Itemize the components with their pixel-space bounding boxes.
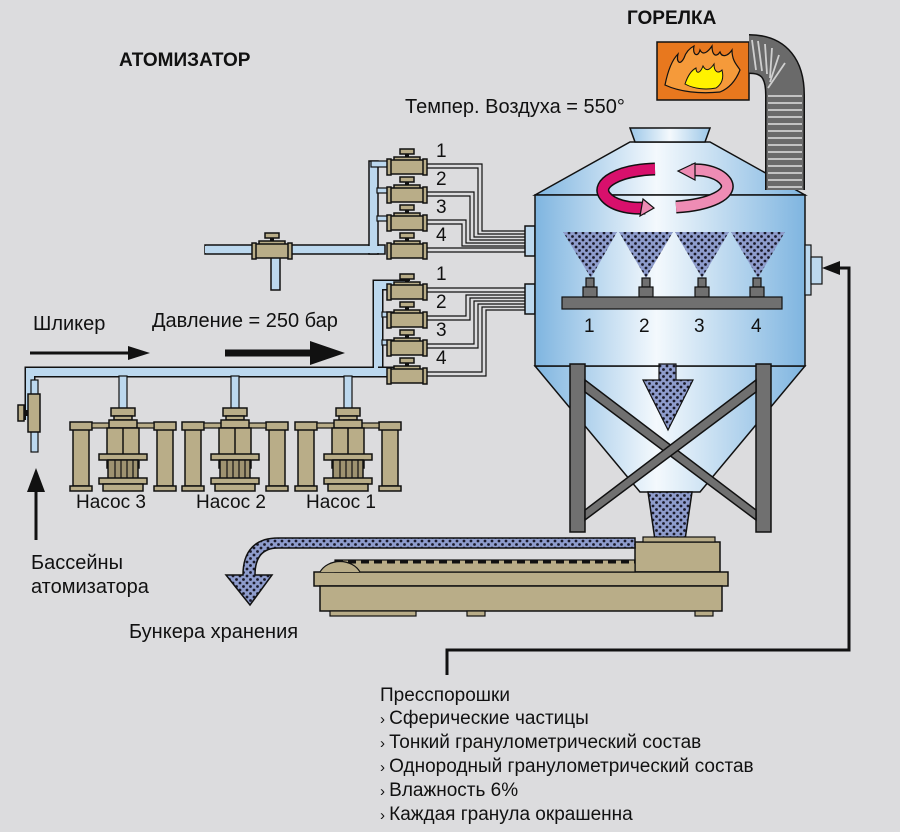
lower-valve-1	[386, 273, 428, 301]
nozzle-bar	[561, 277, 783, 310]
slip-label: Шликер	[33, 313, 106, 335]
property-item: Тонкий гранулометрический состав	[380, 731, 754, 755]
air-swirl-icon	[596, 162, 734, 218]
atomizer-title: АТОМИЗАТОР	[119, 50, 251, 71]
property-item: Каждая гранула окрашенна	[380, 803, 754, 827]
upper-manifold	[204, 148, 536, 291]
nozzle-label-4: 4	[751, 316, 762, 337]
nozzle-label-3: 3	[694, 316, 705, 337]
product-heading: Пресспорошки	[380, 685, 510, 706]
upper-valve-label-1: 1	[436, 141, 447, 162]
burner	[656, 41, 750, 101]
flexible-air-duct	[747, 34, 805, 190]
property-item: Влажность 6%	[380, 779, 754, 803]
upper-valve-2	[386, 176, 428, 204]
powder-discharge-arrow	[224, 537, 636, 607]
nozzle-label-2: 2	[639, 316, 650, 337]
lower-valve-2	[386, 301, 428, 329]
upper-valve-label-2: 2	[436, 169, 447, 190]
pump-label-3: Насос 3	[76, 492, 146, 513]
return-line	[445, 261, 851, 675]
upper-valve-label-4: 4	[436, 225, 447, 246]
pump-label-2: Насос 2	[196, 492, 266, 513]
product-properties: Пресспорошки Сферические частицы Тонкий …	[380, 684, 754, 827]
lower-manifold	[17, 273, 536, 453]
lower-valve-4	[386, 357, 428, 385]
main-valve	[251, 232, 293, 260]
pump-3	[69, 407, 177, 492]
flame-icon	[664, 44, 741, 94]
property-item: Сферические частицы	[380, 707, 754, 731]
spray-cones	[563, 232, 785, 278]
lower-valve-label-1: 1	[436, 264, 447, 285]
property-item: Однородный гранулометрический состав	[380, 755, 753, 779]
pump-2	[181, 407, 289, 492]
lower-valve-label-4: 4	[436, 348, 447, 369]
powder-flow-arrow	[642, 363, 694, 432]
storage-bins-label: Бункера хранения	[129, 621, 299, 643]
lower-valve-3	[386, 329, 428, 357]
pools-label-line2: атомизатора	[31, 576, 149, 598]
tower-support-frame	[569, 363, 772, 533]
upper-valve-4	[386, 232, 428, 260]
upper-valve-label-3: 3	[436, 197, 447, 218]
air-temperature-label: Темпер. Воздуха = 550°	[405, 96, 625, 118]
upper-valve-1	[386, 148, 428, 176]
pump-1	[294, 407, 402, 492]
lower-valve-label-3: 3	[436, 320, 447, 341]
lower-valve-label-2: 2	[436, 292, 447, 313]
slip-flow-arrow	[30, 346, 150, 360]
upper-valve-3	[386, 204, 428, 232]
pools-label-line1: Бассейны	[31, 552, 123, 574]
pools-inlet-arrow	[27, 468, 45, 540]
pressure-label: Давление = 250 бар	[152, 310, 338, 332]
conveyor	[313, 536, 729, 617]
pump-label-1: Насос 1	[306, 492, 376, 513]
burner-title: ГОРЕЛКА	[627, 8, 717, 29]
nozzle-label-1: 1	[584, 316, 595, 337]
pressure-flow-arrow	[225, 341, 345, 365]
